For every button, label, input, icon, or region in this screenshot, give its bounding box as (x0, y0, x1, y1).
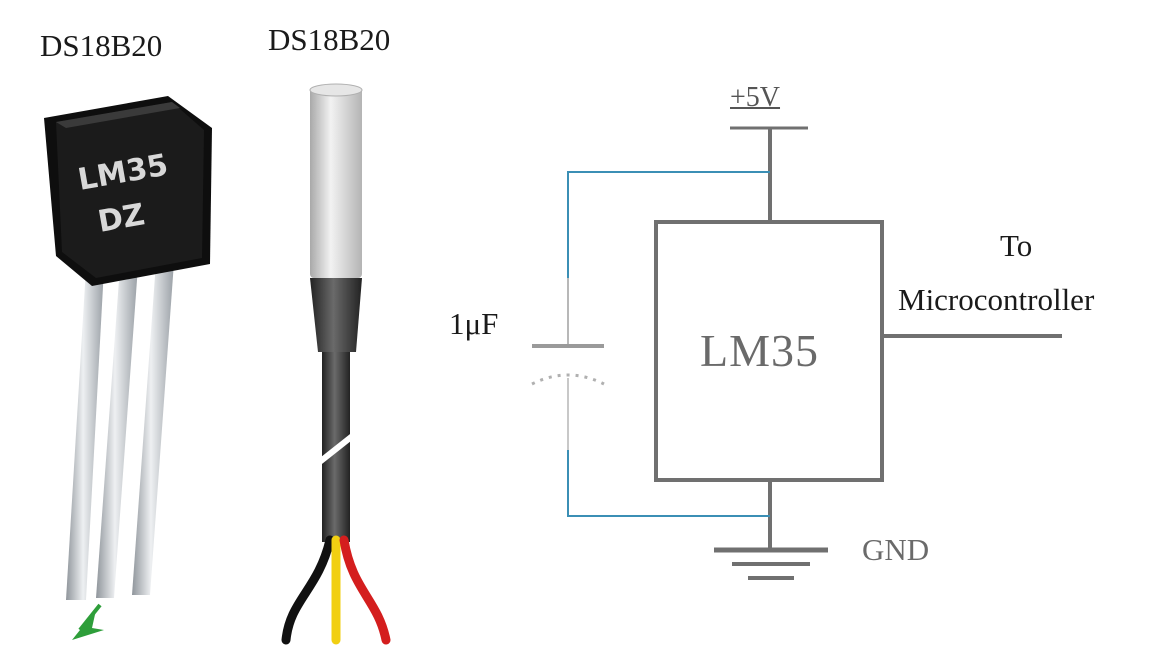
cable-break-mark (310, 427, 362, 471)
chip-marking-line2: DZ (95, 197, 147, 240)
supply-label: +5V (730, 82, 781, 113)
output-label-line1: To (1000, 228, 1033, 263)
sensor-left-title: DS18B20 (40, 28, 163, 63)
to92-sensor: LM35 DZ (44, 96, 212, 640)
probe-sleeve (310, 88, 362, 278)
blue-wire-top (567, 171, 770, 278)
waterproof-probe (281, 83, 391, 645)
wire-red (339, 535, 391, 645)
sensor-body-top-edge (56, 102, 180, 128)
capacitor-plate-bottom (531, 373, 605, 386)
green-arrow-icon (72, 610, 104, 640)
ground-label: GND (862, 532, 930, 567)
sensor-leg-middle (96, 266, 138, 598)
capacitor-label: 1μF (449, 306, 499, 341)
sensor-legs (66, 262, 174, 600)
sensor-right-title: DS18B20 (268, 22, 391, 57)
probe-cap (309, 83, 363, 97)
blue-wire-bottom (567, 450, 770, 517)
probe-heatshrink (310, 278, 362, 352)
green-arrow-shaft (78, 603, 102, 632)
wire-black (281, 535, 335, 645)
output-label-line2: Microcontroller (898, 282, 1095, 317)
capacitor-branch (531, 171, 770, 517)
ic-label: LM35 (700, 325, 819, 376)
lm35-schematic (531, 126, 1062, 580)
ground-icon (714, 547, 828, 580)
sensor-body (56, 102, 204, 278)
sensor-leg-left (66, 268, 104, 600)
sensor-leg-right (132, 262, 174, 595)
